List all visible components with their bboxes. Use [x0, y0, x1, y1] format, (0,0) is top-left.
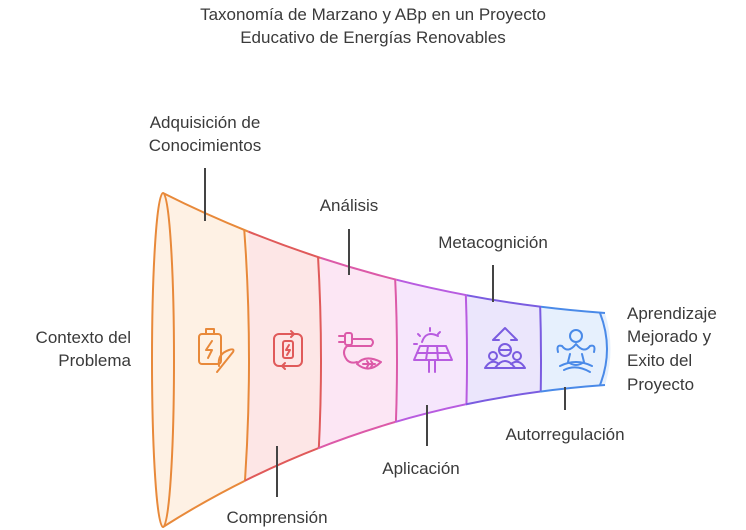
start-label-line1: Contexto del: [36, 328, 131, 347]
end-label-line3: Exito del: [627, 351, 692, 370]
diagram-title-line1: Taxonomía de Marzano y ABp en un Proyect…: [200, 5, 546, 24]
battery-cycle-icon: [273, 330, 303, 370]
funnel-edge-5: [532, 192, 606, 528]
stage-label-autorregulacion: Autorregulación: [505, 425, 624, 444]
plug-leaf-icon: [338, 332, 382, 370]
battery-leaf-icon: [198, 328, 235, 373]
start-label-line2: Problema: [58, 351, 131, 370]
funnel-segment-0: [153, 193, 249, 527]
stage-label-analisis: Análisis: [320, 196, 379, 215]
diagram-title-line2: Educativo de Energías Renovables: [240, 28, 506, 47]
stage-label-adquisicion-1: Adquisición de: [150, 113, 261, 132]
funnel-segment-3: [388, 193, 467, 527]
meditation-icon: [556, 329, 596, 373]
funnel-segment-2: [312, 193, 397, 527]
leader-lines: [204, 168, 566, 497]
funnel-edge-2: [312, 192, 397, 528]
funnel-end-cap: [599, 312, 608, 386]
funnel-segment-4: [458, 193, 541, 527]
funnel-segment-5: [532, 193, 611, 527]
stage-label-comprension: Comprensión: [226, 508, 327, 527]
stage-label-metacognicion: Metacognición: [438, 233, 548, 252]
end-label-line4: Proyecto: [627, 375, 694, 394]
group-growth-icon: [484, 327, 526, 369]
solar-panel-icon: [413, 327, 453, 373]
stage-label-aplicacion: Aplicación: [382, 459, 460, 478]
funnel-edge-0: [162, 192, 249, 528]
stage-label-adquisicion-2: Conocimientos: [149, 136, 261, 155]
end-label-line2: Mejorado y: [627, 327, 712, 346]
end-label-line1: Aprendizaje: [627, 304, 717, 323]
funnel-segment-1: [240, 193, 321, 527]
funnel-mouth: [151, 192, 175, 528]
